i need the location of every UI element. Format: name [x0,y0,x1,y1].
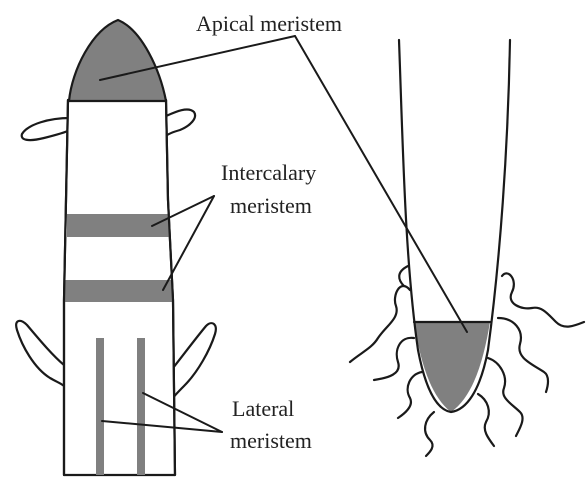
shoot-lower-left-leaf [16,321,64,386]
shoot-lower-right-leaf [173,323,216,398]
lateral-label-line2: meristem [230,428,312,453]
intercalary-label-line2: meristem [230,193,312,218]
root-apical-meristem [414,322,490,412]
root-diagram [350,40,584,456]
apical-meristem-label: Apical meristem [196,11,342,36]
root-hair [478,394,494,446]
root-hair [374,338,414,380]
shoot-upper-left-leaf [22,118,70,140]
root-hair [488,358,523,436]
intercalary-label-line1: Intercalary [221,160,316,185]
root-hair [502,273,584,326]
root-hair [398,372,422,418]
root-hair [399,266,408,286]
apical-leader-to-root [295,36,467,332]
intercalary-band-lower [65,280,172,302]
lateral-label-line1: Lateral [232,396,294,421]
root-hair [425,412,434,456]
lateral-strip-right [137,338,145,475]
root-hair [350,286,410,362]
lateral-strip-left [96,338,104,475]
shoot-upper-right-leaf [166,109,195,136]
shoot-apical-meristem [69,20,166,101]
